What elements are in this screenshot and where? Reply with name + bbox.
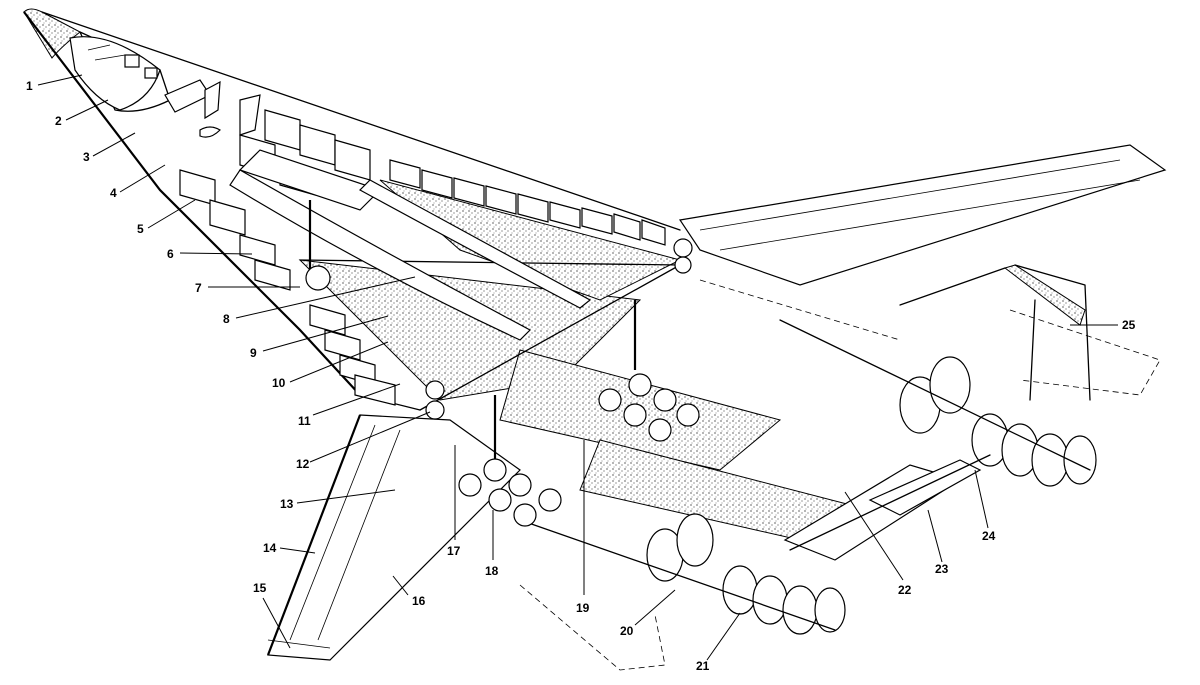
cockpit [69,36,261,138]
callout-21: 21 [696,659,710,673]
callout-8: 8 [223,312,230,326]
internal-stores [229,169,592,341]
right-engines [779,319,1097,487]
callout-23: 23 [935,562,949,576]
callout-13: 13 [280,497,294,511]
right-wing [678,144,1167,286]
trailing-edge-flaps [519,454,991,671]
passenger-modules-left [179,169,396,406]
callout-19: 19 [576,601,590,615]
callout-18: 18 [485,564,499,578]
callout-2: 2 [55,114,62,128]
right-tail-fin [899,264,1161,401]
callout-14: 14 [263,541,277,555]
callout-7: 7 [195,281,202,295]
leader-lines [37,74,1118,661]
callout-9: 9 [250,346,257,360]
callout-16: 16 [412,594,426,608]
callout-1: 1 [26,79,33,93]
callouts: 1 2 3 4 5 6 7 8 9 10 11 12 13 14 15 16 1… [26,79,1136,673]
callout-15: 15 [253,581,267,595]
aft-outline [699,279,901,341]
left-engines [519,513,846,635]
passenger-modules-row [389,159,666,246]
landing-gear [305,200,700,527]
callout-22: 22 [898,583,912,597]
callout-20: 20 [620,624,634,638]
crew-modules-upper [238,109,382,211]
callout-5: 5 [137,222,144,236]
callout-24: 24 [982,529,996,543]
left-wing [266,414,521,661]
callout-12: 12 [296,457,310,471]
callout-17: 17 [447,544,461,558]
callout-25: 25 [1122,318,1136,332]
callout-10: 10 [272,376,286,390]
callout-6: 6 [167,247,174,261]
callout-11: 11 [298,414,311,428]
callout-3: 3 [83,150,90,164]
callout-4: 4 [110,186,117,200]
